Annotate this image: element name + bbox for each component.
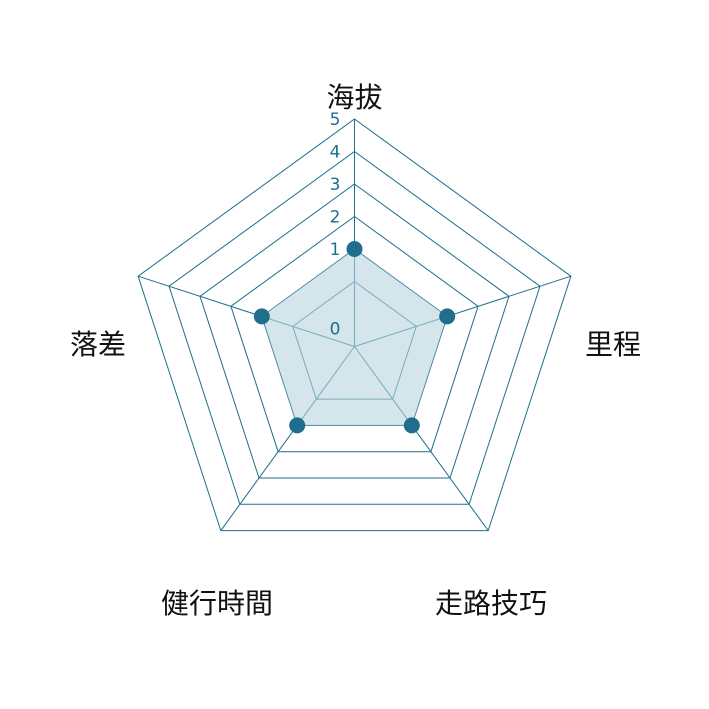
tick-label-2: 2	[330, 208, 341, 228]
data-area	[261, 249, 448, 426]
tick-label-3: 3	[330, 175, 341, 195]
tick-label-5: 5	[330, 110, 341, 130]
axis-label-4: 健行時間	[161, 587, 273, 620]
grid-ring-3	[199, 183, 510, 479]
axis-label-3: 走路技巧	[435, 587, 547, 620]
grid-ring-5	[137, 118, 572, 532]
tick-label-4: 4	[330, 143, 341, 163]
axis-label-2: 里程	[585, 328, 641, 361]
tick-label-0: 0	[330, 320, 341, 340]
data-point-layer	[253, 241, 456, 434]
grid-ring-4	[168, 150, 541, 505]
tick-label-layer: 0 1 2 3 4 5	[330, 110, 341, 340]
data-point-2	[439, 308, 456, 325]
data-area-layer	[261, 249, 448, 426]
tick-label-1: 1	[330, 240, 341, 260]
data-point-4	[289, 417, 306, 434]
data-point-5	[253, 308, 270, 325]
axis-label-5: 落差	[70, 328, 126, 361]
data-point-1	[346, 241, 363, 257]
data-point-3	[403, 417, 420, 434]
axis-label-1: 海拔	[326, 81, 382, 114]
grid-ring-2	[230, 215, 479, 453]
